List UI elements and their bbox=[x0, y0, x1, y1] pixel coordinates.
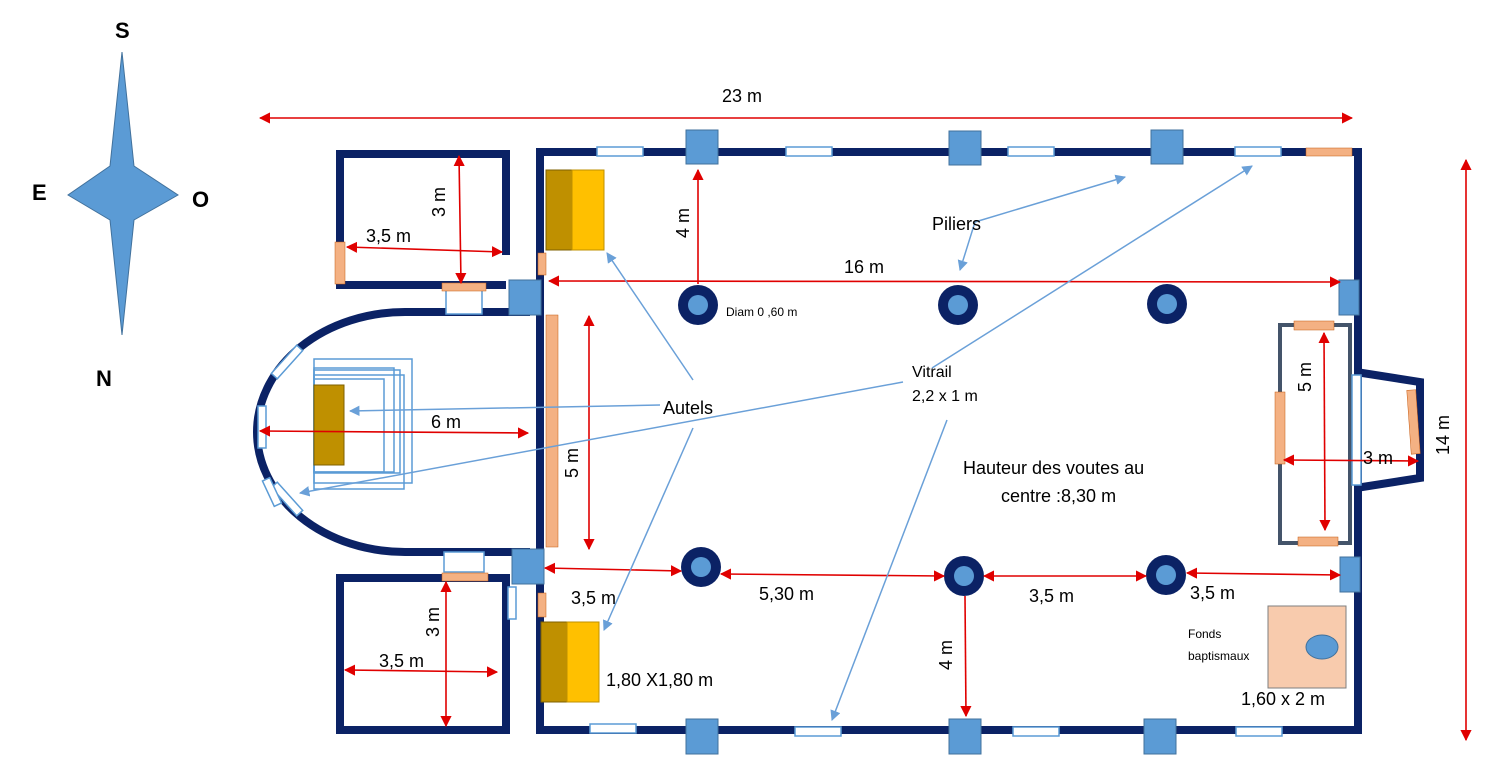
label-vault-height-line1: Hauteur des voutes au bbox=[963, 458, 1144, 478]
apse-altar bbox=[313, 384, 345, 466]
window bbox=[596, 146, 644, 157]
leader-lines bbox=[298, 165, 1253, 721]
chapel-top-wall bbox=[336, 150, 510, 289]
window bbox=[1234, 146, 1282, 157]
pier bbox=[511, 548, 545, 585]
label-porch-depth: 3 m bbox=[1363, 448, 1393, 468]
door bbox=[334, 241, 346, 285]
label-apse-depth: 6 m bbox=[431, 412, 461, 432]
label-bay-4: 3,5 m bbox=[1190, 583, 1235, 603]
doors bbox=[334, 147, 1421, 618]
arrow-pillar-to-wall-bottom bbox=[960, 595, 972, 718]
label-bay-1: 3,5 m bbox=[571, 588, 616, 608]
door bbox=[441, 572, 489, 582]
label-choir-wall: 5 m bbox=[562, 448, 582, 478]
window bbox=[1351, 374, 1362, 486]
pier bbox=[508, 279, 542, 316]
window bbox=[1012, 726, 1060, 737]
round-pillars bbox=[678, 284, 1187, 596]
label-bay-2: 5,30 m bbox=[759, 584, 814, 604]
pier bbox=[1143, 718, 1177, 755]
door bbox=[537, 252, 547, 276]
label-window-size: 2,2 x 1 m bbox=[912, 388, 978, 405]
door bbox=[537, 592, 547, 618]
label-window-title: Vitrail bbox=[912, 364, 952, 381]
window bbox=[785, 146, 833, 157]
pier bbox=[948, 718, 982, 755]
label-chapel-top-width: 3,5 m bbox=[366, 226, 411, 246]
pier bbox=[1150, 129, 1184, 165]
window bbox=[443, 551, 485, 573]
door bbox=[1305, 147, 1353, 157]
walls bbox=[253, 148, 1424, 734]
pillar bbox=[944, 556, 984, 596]
chapel-bottom-wall bbox=[336, 574, 510, 734]
dimension-arrows bbox=[258, 112, 1472, 742]
window bbox=[445, 289, 483, 315]
label-font-line1: Fonds bbox=[1188, 627, 1221, 641]
apse-wall bbox=[253, 308, 530, 556]
label-pillar-wall-bottom: 4 m bbox=[936, 640, 956, 670]
pier bbox=[1339, 556, 1361, 593]
label-porch-height: 5 m bbox=[1295, 362, 1315, 392]
label-pillar-wall-top: 4 m bbox=[673, 208, 693, 238]
label-font-line2: baptismaux bbox=[1188, 649, 1249, 663]
door bbox=[1274, 391, 1286, 465]
windows bbox=[257, 146, 1362, 737]
baptistery-frame bbox=[1278, 323, 1352, 545]
label-chapel-top-height: 3 m bbox=[429, 187, 449, 217]
label-pillar-diameter: Diam 0 ,60 m bbox=[726, 305, 797, 319]
pier bbox=[685, 718, 719, 755]
window bbox=[507, 586, 517, 620]
wall-piers bbox=[508, 129, 1361, 755]
pier bbox=[1338, 279, 1360, 316]
window bbox=[270, 481, 304, 517]
label-chapel-bottom-width: 3,5 m bbox=[379, 651, 424, 671]
compass-north-label: N bbox=[96, 366, 112, 391]
label-nave-length: 16 m bbox=[844, 257, 884, 277]
pillar bbox=[681, 547, 721, 587]
side-altar-top bbox=[545, 169, 605, 251]
door bbox=[1297, 536, 1339, 547]
compass-west-label: O bbox=[192, 187, 209, 212]
door bbox=[441, 282, 487, 292]
label-chapel-bottom-height: 3 m bbox=[423, 607, 443, 637]
window bbox=[261, 476, 283, 508]
label-altar-size: 1,80 X1,80 m bbox=[606, 670, 713, 690]
porch-wall bbox=[1355, 368, 1424, 492]
window bbox=[589, 723, 637, 734]
window bbox=[1007, 146, 1055, 157]
pillar bbox=[1147, 284, 1187, 324]
label-pillars: Piliers bbox=[932, 214, 981, 234]
label-vault-height-line2: centre :8,30 m bbox=[1001, 486, 1116, 506]
label-bay-3: 3,5 m bbox=[1029, 586, 1074, 606]
pillar bbox=[938, 285, 978, 325]
door bbox=[1293, 320, 1335, 331]
label-total-length: 23 m bbox=[722, 86, 762, 106]
side-altar-bottom bbox=[540, 621, 600, 703]
compass-rose: S N E O bbox=[32, 18, 209, 391]
pier bbox=[948, 130, 982, 166]
label-font-size: 1,60 x 2 m bbox=[1241, 689, 1325, 709]
window bbox=[794, 726, 842, 737]
label-total-width: 14 m bbox=[1433, 415, 1453, 455]
pier bbox=[685, 129, 719, 165]
pillar bbox=[678, 285, 718, 325]
compass-south-label: S bbox=[115, 18, 130, 43]
label-altars: Autels bbox=[663, 398, 713, 418]
pillar bbox=[1146, 555, 1186, 595]
window bbox=[1235, 726, 1283, 737]
baptismal-font bbox=[1267, 605, 1347, 689]
door bbox=[1406, 389, 1421, 455]
window bbox=[270, 344, 304, 380]
door bbox=[545, 314, 559, 548]
compass-east-label: E bbox=[32, 180, 47, 205]
window bbox=[257, 405, 267, 449]
